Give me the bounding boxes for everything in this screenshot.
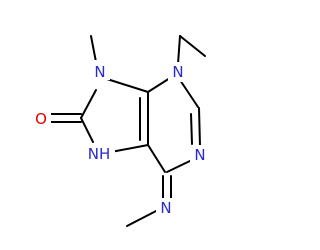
atom-labels: N N N NH N O	[31, 60, 210, 218]
molecule-structure: N N N NH N O	[31, 35, 210, 227]
atom-n3: N	[172, 63, 183, 81]
bonds	[50, 35, 206, 227]
atom-n7-h: NH	[88, 145, 111, 163]
atom-n1: N	[194, 146, 205, 164]
bond-n3-c2	[179, 79, 199, 108]
bond-ethyl-ch3-ch2	[179, 35, 206, 57]
bond-ethyl-ch2-n3	[177, 35, 181, 65]
atom-o8: O	[35, 110, 47, 128]
bond-c8-n7	[80, 117, 94, 143]
atom-n9: N	[94, 63, 105, 81]
bond-c4-n9	[106, 78, 149, 93]
bond-n9-methyl	[90, 35, 97, 63]
bond-n1-c6	[166, 159, 193, 173]
atom-n-exo: N	[160, 199, 171, 217]
bond-c2-n1-double	[190, 113, 193, 145]
bond-n-exo-methyl	[126, 209, 159, 227]
bond-n3-c4	[147, 77, 171, 93]
bond-n9-c8	[80, 89, 97, 119]
bond-n7-c5	[110, 144, 149, 153]
bond-c6-c5	[147, 144, 166, 173]
bond-c2-n1	[198, 107, 201, 147]
